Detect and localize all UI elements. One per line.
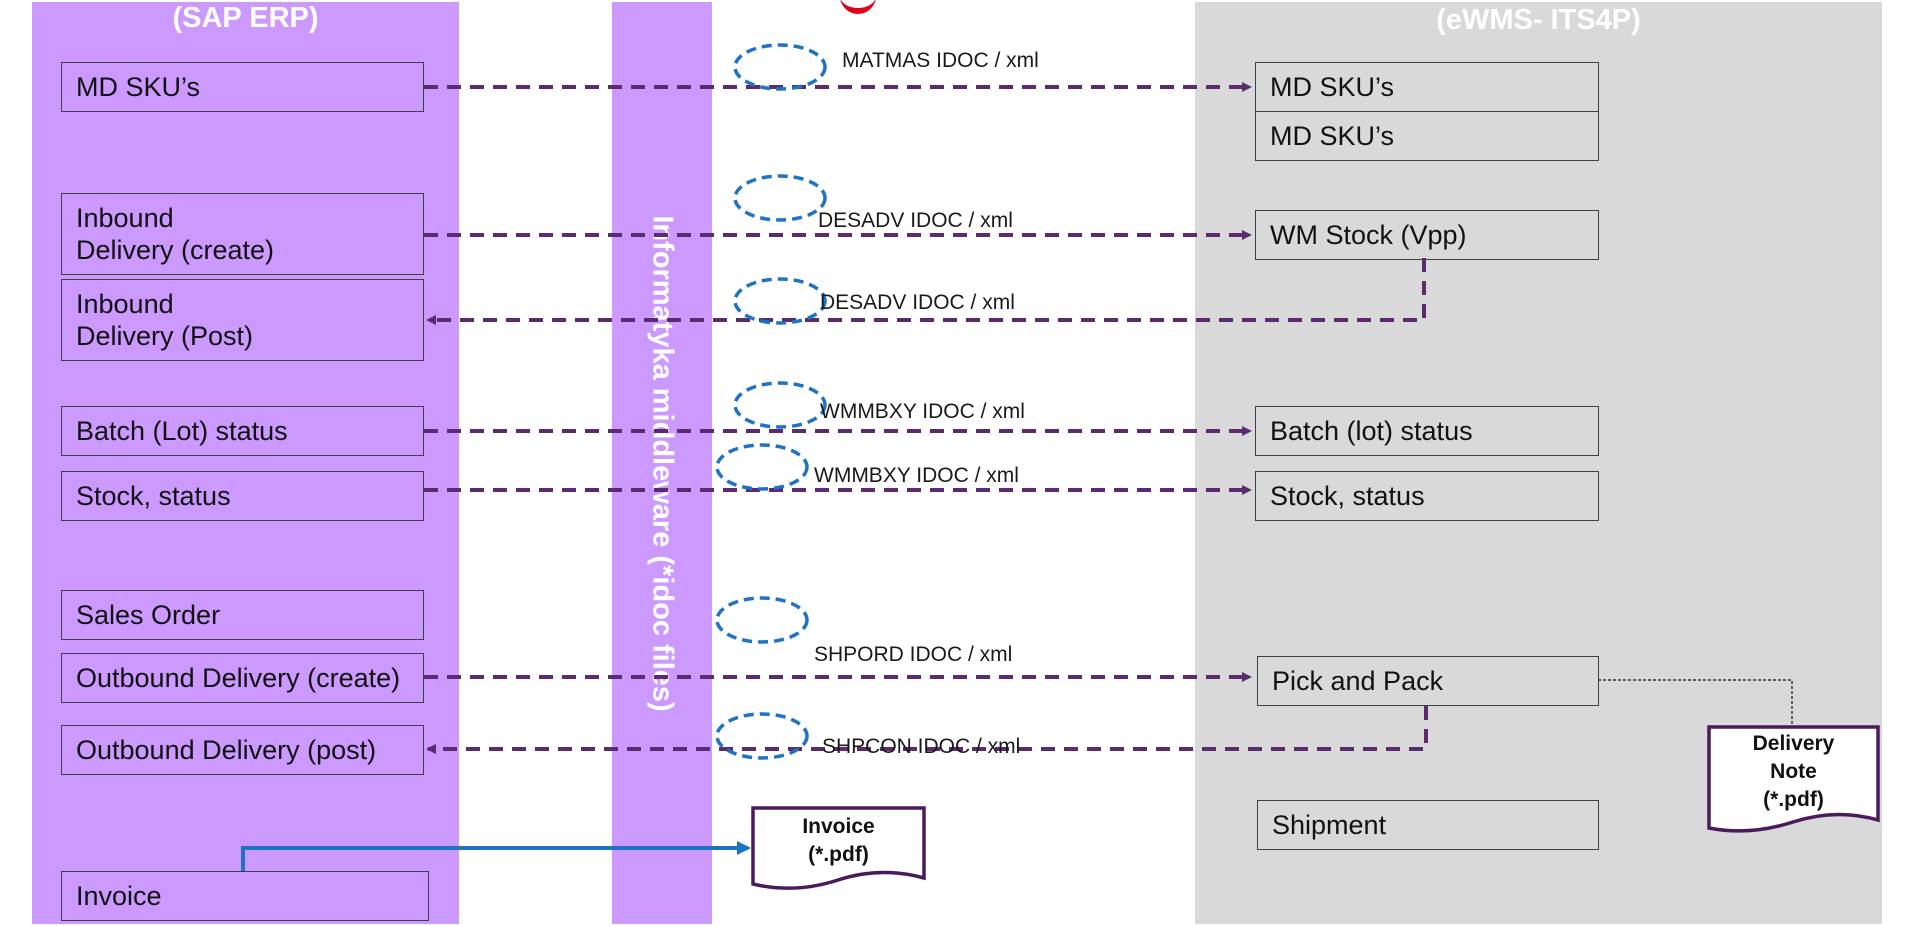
- ewms-wm-stock-box: WM Stock (Vpp): [1255, 210, 1599, 260]
- idoc-circle-desadv-in: [733, 277, 827, 325]
- ewms-shipment-box: Shipment: [1257, 800, 1599, 850]
- invoice-document-label: Invoice (*.pdf): [753, 813, 924, 869]
- sap-batch-status-box: Batch (Lot) status: [61, 406, 424, 456]
- sap-outbound-create-label: Outbound Delivery (create): [76, 662, 401, 693]
- sap-erp-column: [32, 2, 459, 924]
- flow-label-desadv-out: DESADV IDOC / xml: [818, 209, 1013, 232]
- delivery-note-line2: Note: [1770, 760, 1817, 783]
- ewms-md-sku-label-2: MD SKU’s: [1270, 120, 1395, 151]
- ewms-batch-status-box: Batch (lot) status: [1255, 406, 1599, 456]
- ewms-stock-status-box: Stock, status: [1255, 471, 1599, 521]
- ewms-stock-status-label: Stock, status: [1270, 480, 1425, 511]
- idoc-circle-shpord: [715, 596, 809, 644]
- idoc-circle-wmmbxy-2: [715, 443, 809, 491]
- sap-inbound-post-line1: Inbound: [76, 289, 174, 319]
- ewms-pick-pack-box: Pick and Pack: [1257, 656, 1599, 706]
- sap-outbound-delivery-post-box: Outbound Delivery (post): [61, 725, 424, 775]
- idoc-circle-shpcon: [715, 712, 809, 760]
- invoice-document-line1: Invoice: [802, 815, 875, 838]
- delivery-note-line3: (*.pdf): [1763, 788, 1824, 811]
- sap-inbound-create-line1: Inbound: [76, 203, 174, 233]
- flow-label-shpord: SHPORD IDOC / xml: [814, 643, 1013, 666]
- sap-sales-order-box: Sales Order: [61, 590, 424, 640]
- delivery-note-document-label: Delivery Note (*.pdf): [1709, 730, 1878, 814]
- sap-inbound-post-line2: Delivery (Post): [76, 321, 254, 351]
- idoc-circle-wmmbxy-1: [733, 381, 827, 429]
- ewms-batch-status-label: Batch (lot) status: [1270, 415, 1473, 446]
- ewms-md-sku-box-1: MD SKU’s: [1255, 62, 1599, 112]
- sap-invoice-box: Invoice: [61, 871, 429, 921]
- sap-stock-status-label: Stock, status: [76, 480, 231, 511]
- idoc-circle-matmas: [733, 43, 827, 91]
- sap-erp-heading: (SAP ERP): [172, 2, 319, 34]
- ewms-md-sku-label-1: MD SKU’s: [1270, 71, 1395, 102]
- sap-inbound-create-line2: Delivery (create): [76, 235, 275, 265]
- sap-md-sku-box: MD SKU’s: [61, 62, 424, 112]
- flow-label-matmas: MATMAS IDOC / xml: [842, 49, 1039, 72]
- sap-md-sku-label: MD SKU’s: [76, 71, 201, 102]
- invoice-document-line2: (*.pdf): [808, 843, 869, 866]
- ewms-md-sku-box-2: MD SKU’s: [1255, 111, 1599, 161]
- arrow-invoice: [241, 841, 751, 871]
- arrow-desadv-in: [426, 258, 1426, 325]
- flow-label-wmmbxy-1: WMMBXY IDOC / xml: [820, 400, 1025, 423]
- ewms-shipment-label: Shipment: [1272, 809, 1387, 840]
- sap-stock-status-box: Stock, status: [61, 471, 424, 521]
- sap-outbound-post-label: Outbound Delivery (post): [76, 734, 377, 765]
- middleware-column: [612, 2, 712, 924]
- flow-label-wmmbxy-2: WMMBXY IDOC / xml: [814, 464, 1019, 487]
- sap-inbound-delivery-create-box: Inbound Delivery (create): [61, 193, 424, 275]
- flow-label-shpcon: SHPCON IDOC / xml: [822, 735, 1021, 758]
- ewms-heading: (eWMS- ITS4P): [1436, 4, 1641, 36]
- ewms-pick-pack-label: Pick and Pack: [1272, 665, 1444, 696]
- red-title-fragment: [840, 0, 876, 14]
- ewms-wm-stock-label: WM Stock (Vpp): [1270, 219, 1467, 250]
- flow-label-desadv-in: DESADV IDOC / xml: [820, 291, 1015, 314]
- invoice-document-shape: [751, 806, 926, 890]
- delivery-note-line1: Delivery: [1752, 732, 1835, 755]
- sap-sales-order-label: Sales Order: [76, 599, 221, 630]
- sap-outbound-delivery-create-box: Outbound Delivery (create): [61, 653, 424, 703]
- idoc-circle-desadv-out: [733, 174, 827, 222]
- sap-batch-status-label: Batch (Lot) status: [76, 415, 288, 446]
- sap-invoice-label: Invoice: [76, 880, 162, 911]
- delivery-note-document-shape: [1707, 725, 1880, 833]
- sap-inbound-delivery-post-box: Inbound Delivery (Post): [61, 279, 424, 361]
